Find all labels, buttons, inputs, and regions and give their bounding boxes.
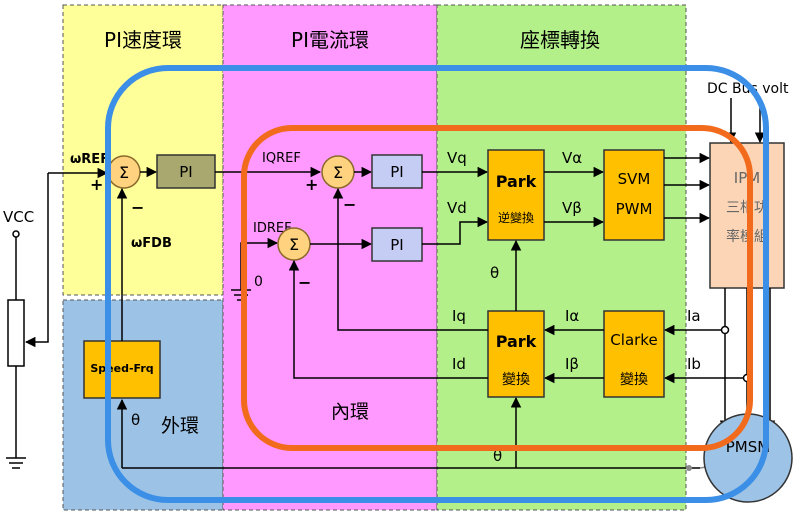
pmsm-label: PMSM: [726, 438, 770, 456]
q-minus: −: [343, 195, 356, 214]
ibeta-label: Iβ: [565, 355, 579, 373]
q-summer-symbol: Σ: [333, 163, 343, 182]
current-loop-title: PI電流環: [291, 28, 369, 52]
potentiometer: [7, 299, 25, 367]
iq-feedback: [332, 187, 488, 331]
theta-inv-park-label: θ: [490, 264, 499, 282]
speed-loop-region: [62, 4, 224, 296]
outer-loop-label: 外環: [161, 415, 199, 437]
speed-frq-label: Speed-Frq: [90, 362, 153, 375]
id-ref-label: IDREF: [253, 221, 292, 236]
speed-pi-label: PI: [179, 163, 192, 181]
vcc-terminal: [12, 230, 20, 238]
speed-loop-title: PI速度環: [104, 28, 182, 52]
speed-plus: +: [90, 175, 103, 194]
valpha-label: Vα: [562, 149, 582, 167]
id-label: Id: [452, 355, 466, 373]
transform-region: [436, 4, 687, 511]
outer-loop-outline: [105, 65, 769, 503]
clarke-title: Clarke: [610, 331, 657, 349]
svm-label: SVM: [618, 170, 651, 188]
inner-loop-label: 內環: [331, 401, 369, 423]
vbeta-label: Vβ: [562, 199, 582, 217]
iq-ref-label: IQREF: [262, 151, 301, 166]
vcc-label: VCC: [3, 208, 34, 226]
speed-minus: −: [131, 198, 144, 217]
speed-pi-block: [156, 154, 216, 189]
encoder-node: [686, 465, 692, 471]
q-plus: +: [305, 175, 318, 194]
inverse-park-block: [487, 149, 545, 241]
inverse-park-subtitle: 逆變換: [498, 210, 534, 225]
theta-bottom-label: θ: [493, 447, 502, 465]
pwm-label: PWM: [616, 200, 653, 218]
ia-sense-node: [720, 325, 730, 335]
sensor-region: [62, 299, 224, 511]
d-pi-label: PI: [390, 236, 403, 254]
d-summer-symbol: Σ: [289, 235, 299, 254]
d-minus: −: [298, 273, 311, 292]
vd-label: Vd: [447, 199, 467, 217]
iq-label: Iq: [452, 307, 466, 325]
park-title: Park: [496, 332, 537, 351]
id-zero-label: 0: [254, 274, 263, 290]
pmsm-motor: [703, 413, 793, 503]
transform-title: 座標轉換: [520, 28, 600, 52]
id-feedback: [288, 259, 488, 379]
pot-wiper-line: [24, 173, 49, 348]
speed-frq-block: [83, 340, 161, 399]
ia-label: Ia: [687, 307, 701, 325]
svm-pwm-block: [603, 149, 665, 241]
vd-arrow: [422, 216, 489, 245]
clarke-subtitle: 變換: [620, 372, 648, 388]
ialpha-label: Iα: [565, 307, 579, 325]
omega-ref-label: ωREF: [70, 152, 109, 167]
omega-fdb-label: ωFDB: [131, 236, 172, 251]
ib-label: Ib: [687, 355, 701, 373]
inner-loop-outline: [241, 125, 753, 451]
speed-summer-symbol: Σ: [119, 163, 129, 182]
vq-label: Vq: [447, 149, 467, 167]
q-pi-label: PI: [390, 163, 403, 181]
theta-outer-label: θ: [131, 411, 140, 429]
park-subtitle: 變換: [502, 372, 530, 388]
inverse-park-title: Park: [496, 172, 537, 191]
ground-icon: [6, 457, 26, 469]
clarke-block: [603, 310, 665, 398]
d-pi-block: [371, 227, 423, 262]
